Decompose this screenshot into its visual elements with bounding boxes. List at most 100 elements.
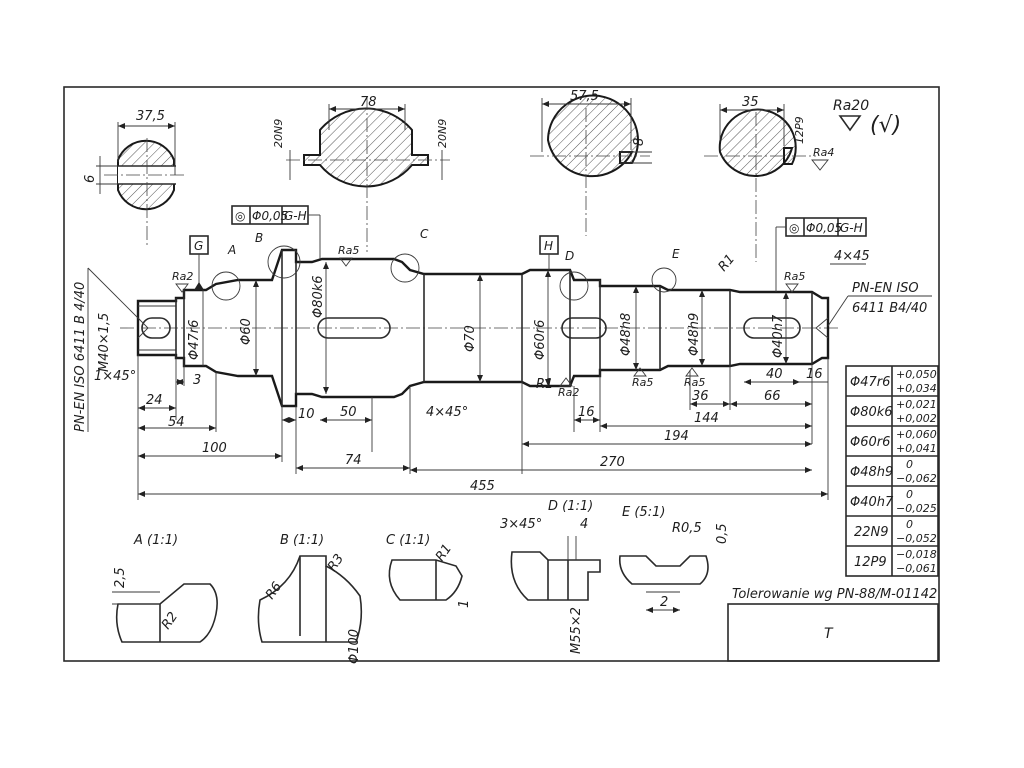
svg-text:40: 40 [766,367,783,382]
tol-fit-4: Φ40h7 [850,495,894,510]
svg-text:54: 54 [168,415,185,430]
dim-d47: Φ47r6 [187,320,202,360]
title-block-text: T [824,626,834,642]
svg-text:455: 455 [470,479,495,494]
tol-upper-3: 0 [906,458,913,471]
section-a: 37,5 6 [83,109,186,248]
svg-text:50: 50 [340,405,357,420]
tol-lower-6: −0,061 [896,562,937,575]
section-c-width: 57,5 [570,89,599,104]
pn-left: PN-EN ISO 6411 B 4/40 [73,282,88,432]
svg-text:1: 1 [457,600,472,608]
tol-fit-2: Φ60r6 [850,435,890,450]
svg-text:10: 10 [298,407,315,422]
svg-text:B: B [255,231,263,245]
section-d-key: 12P9 [793,116,806,144]
svg-text:100: 100 [202,441,227,456]
dim-d70: Φ70 [463,325,478,352]
tol-lower-2: +0,041 [896,442,937,455]
chamfer-left: 1×45° [94,369,136,384]
tol-lower-0: +0,034 [896,382,937,395]
tolerance-table: Φ47r6 +0,050 +0,034 Φ80k6 +0,021 +0,002 … [845,365,939,577]
tol-upper-1: +0,021 [896,398,937,411]
tolerance-frame-2: ◎ Φ0,05 G-H [775,217,867,292]
svg-text:H: H [544,239,553,253]
svg-text:0,5: 0,5 [715,523,730,544]
svg-text:R0,5: R0,5 [672,521,702,536]
svg-text:Φ0,05: Φ0,05 [806,221,842,235]
title-block [727,603,939,662]
tol-lower-5: −0,052 [896,532,937,545]
detail-a: A (1:1) 2,5 R2 [112,533,218,643]
svg-text:E (5:1): E (5:1) [622,505,665,520]
chamfer-right: 4×45 [834,249,870,264]
dim-d60: Φ60 [239,318,254,345]
svg-text:D (1:1): D (1:1) [548,499,593,514]
diameter-labels: M40×1,5 Φ47r6 Φ60 Φ80k6 Φ70 Φ60r6 Φ48h8 … [97,262,789,394]
svg-text:Ra5: Ra5 [632,376,653,389]
section-d-roughness: Ra4 [813,146,834,159]
tol-fit-0: Φ47r6 [850,375,890,390]
drawing-frame [63,86,940,662]
svg-text:Ra5: Ra5 [784,270,805,283]
detail-markers: A B C D E [211,227,680,301]
svg-text:Ra2: Ra2 [558,386,579,399]
svg-text:Φ0,05: Φ0,05 [252,209,288,223]
svg-text:24: 24 [146,393,163,408]
pn-right-2: 6411 B4/40 [852,301,927,316]
svg-text:R2: R2 [159,610,181,633]
detail-e: E (5:1) R0,5 0,5 2 [618,505,730,613]
section-b-key-right: 20N9 [436,119,449,148]
svg-text:2: 2 [660,595,668,610]
general-roughness-symbol: (√) [870,113,901,138]
tol-fit-3: Φ48h9 [850,465,893,480]
svg-text:A: A [227,243,236,257]
svg-text:Ra5: Ra5 [684,376,705,389]
tol-upper-4: 0 [906,488,913,501]
section-b: 78 20N9 20N9 [272,95,450,252]
svg-text:3: 3 [193,373,201,388]
section-b-key-left: 20N9 [272,119,285,148]
svg-text:C (1:1): C (1:1) [386,533,430,548]
svg-text:G-H: G-H [840,221,863,235]
radius-r1-bottom: R1 [536,377,553,392]
section-c-key: 8 [632,138,647,146]
datum-g: G [189,235,209,290]
svg-text:A (1:1): A (1:1) [133,533,178,548]
svg-text:2,5: 2,5 [113,567,128,588]
section-d-width: 35 [742,95,759,110]
pn-right-1: PN-EN ISO [852,281,919,296]
tol-upper-6: −0,018 [896,548,937,561]
datum-h: H [539,235,559,270]
tol-fit-1: Φ80k6 [850,405,893,420]
svg-text:◎: ◎ [235,209,245,223]
general-roughness: Ra20 (√) [833,98,901,138]
section-a-key: 6 [83,175,98,183]
chamfer-mid: 4×45° [426,405,468,420]
section-c: 57,5 8 [530,89,652,236]
dim-d80: Φ80k6 [311,275,326,318]
svg-text:M55×2: M55×2 [569,607,584,654]
detail-c: C (1:1) R1 1 [386,533,472,608]
section-d: 35 12P9 Ra4 [704,95,834,262]
tol-upper-2: +0,060 [896,428,937,441]
tol-fit-5: 22N9 [854,525,889,540]
tolerance-note: Tolerowanie wg PN-88/M-01142 [732,587,937,602]
svg-text:66: 66 [764,389,781,404]
dim-d48h8: Φ48h8 [619,313,634,356]
section-a-width: 37,5 [136,109,165,124]
detail-b: B (1:1) R6 R3 Φ100 [257,533,363,664]
svg-text:36: 36 [692,389,709,404]
svg-text:E: E [672,247,680,261]
dim-d60r6: Φ60r6 [533,320,548,360]
section-b-width: 78 [360,95,377,110]
svg-text:Ra5: Ra5 [338,244,359,257]
length-dimensions: 3 24 54 100 10 50 74 270 455 16 144 194 … [137,355,829,500]
svg-text:R3: R3 [325,552,347,575]
radius-r1-top: R1 [716,252,739,275]
svg-text:74: 74 [345,453,362,468]
svg-text:4: 4 [580,517,588,532]
tol-lower-1: +0,002 [896,412,937,425]
pn-labels: PN-EN ISO 6411 B 4/40 PN-EN ISO 6411 B4/… [73,249,932,432]
